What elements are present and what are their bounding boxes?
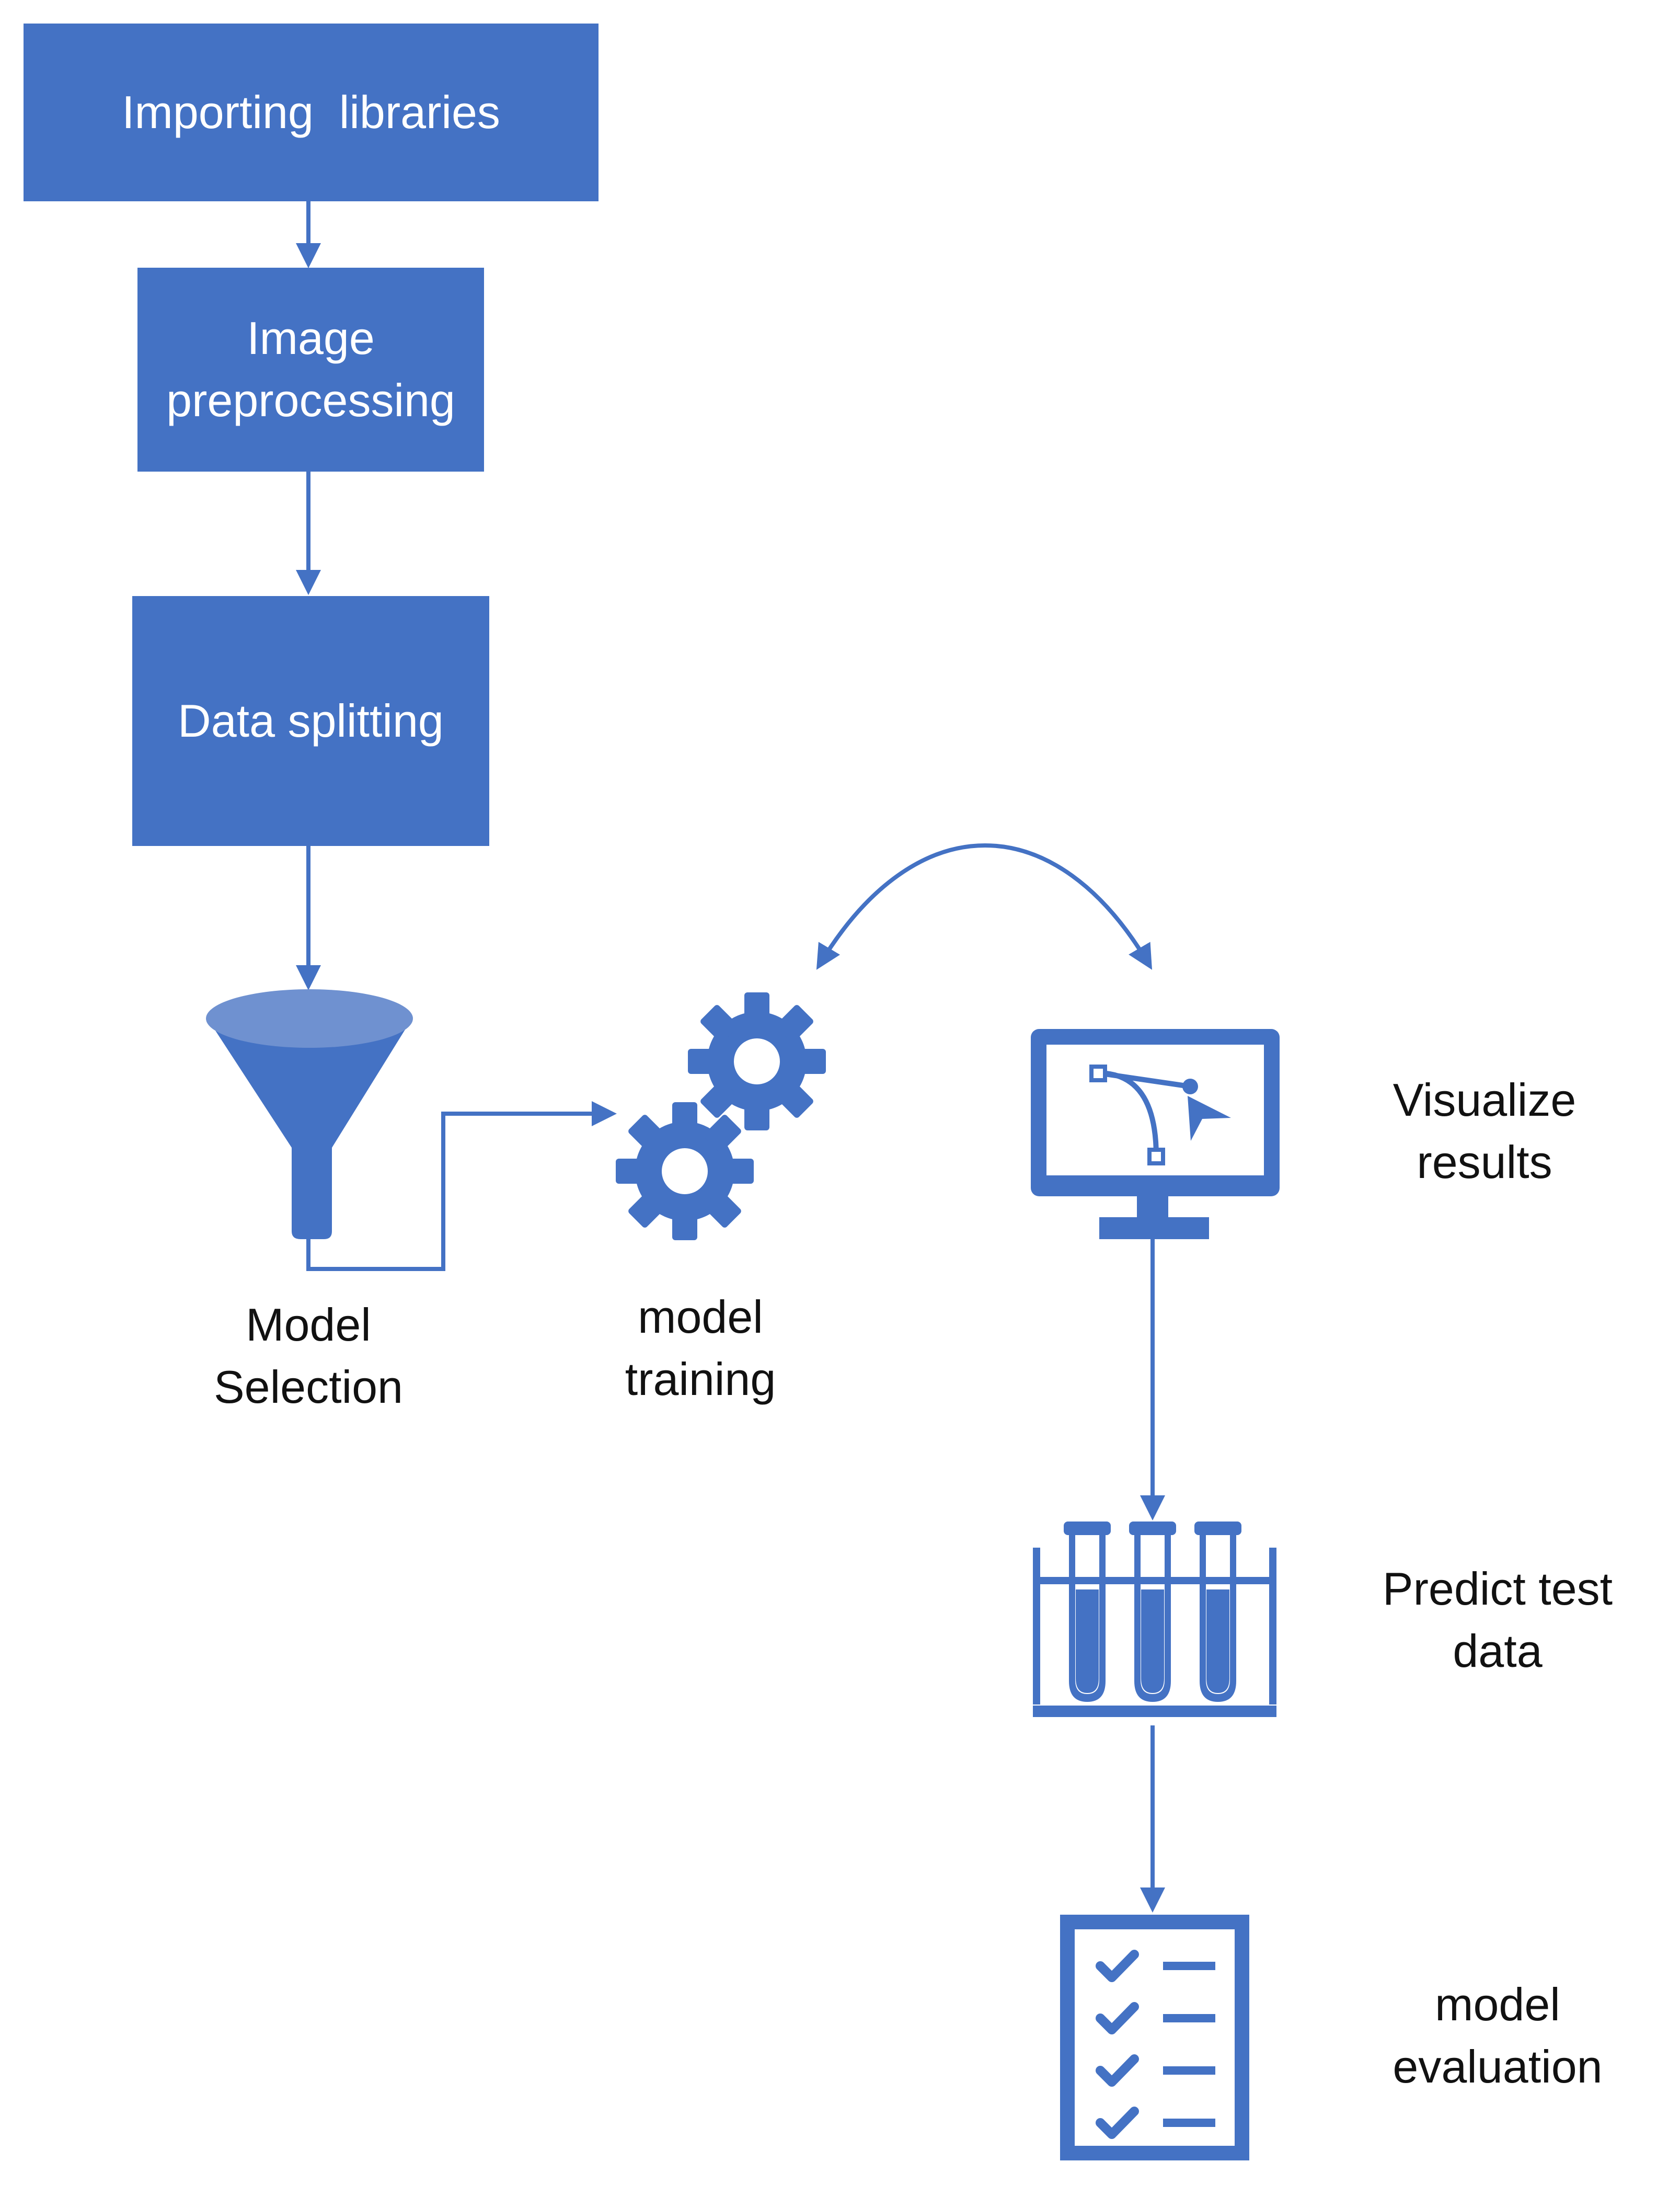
model-training-line1: model	[638, 1291, 763, 1343]
test-tubes-icon	[1033, 1522, 1276, 1717]
checklist-icon	[1060, 1915, 1249, 2160]
image-preprocessing-label-line2: preprocessing	[166, 374, 455, 426]
predict-test-data-line2: data	[1453, 1625, 1543, 1677]
image-preprocessing-box: Image preprocessing	[137, 268, 484, 472]
model-evaluation-caption: model evaluation	[1341, 1974, 1654, 2098]
model-training-caption: model training	[570, 1286, 831, 1411]
model-evaluation-line1: model	[1435, 1978, 1560, 2030]
importing-libraries-label: Importing libraries	[122, 86, 500, 138]
monitor-curve-icon	[1031, 1029, 1280, 1239]
model-selection-line1: Model	[246, 1299, 371, 1351]
importing-libraries-box: Importing libraries	[24, 24, 599, 201]
gears-icon	[616, 992, 826, 1240]
image-preprocessing-label-line1: Image	[247, 312, 375, 364]
model-evaluation-line2: evaluation	[1393, 2040, 1603, 2092]
visualize-results-line2: results	[1417, 1136, 1552, 1188]
model-selection-line2: Selection	[213, 1360, 403, 1413]
curved-double-arrow	[816, 843, 1153, 970]
predict-test-data-caption: Predict test data	[1341, 1558, 1654, 1683]
visualize-results-caption: Visualize results	[1354, 1069, 1615, 1194]
data-splitting-label: Data splitting	[178, 694, 444, 747]
model-selection-caption: Model Selection	[178, 1294, 439, 1418]
arrow-selection-to-training	[306, 1101, 617, 1271]
model-training-line2: training	[625, 1353, 776, 1405]
data-splitting-box: Data splitting	[132, 596, 489, 846]
visualize-results-line1: Visualize	[1393, 1074, 1577, 1126]
predict-test-data-line1: Predict test	[1382, 1563, 1613, 1615]
funnel-icon	[206, 989, 413, 1239]
